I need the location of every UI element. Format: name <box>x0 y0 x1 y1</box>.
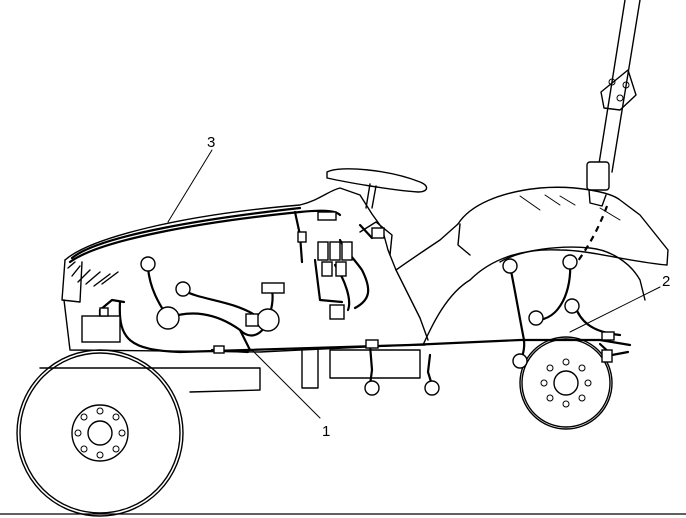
rollbar <box>586 0 641 207</box>
rear-wheel <box>519 336 613 430</box>
leader-lines <box>167 149 661 419</box>
wiring-harness <box>68 206 632 387</box>
tractor-body <box>39 187 459 393</box>
rear-fender <box>422 186 669 346</box>
callout-1: 1 <box>322 423 330 440</box>
callout-2: 2 <box>662 273 670 290</box>
harness-components <box>67 211 615 396</box>
steering-wheel <box>326 168 428 209</box>
front-wheel <box>16 349 184 517</box>
callout-3: 3 <box>207 134 215 151</box>
